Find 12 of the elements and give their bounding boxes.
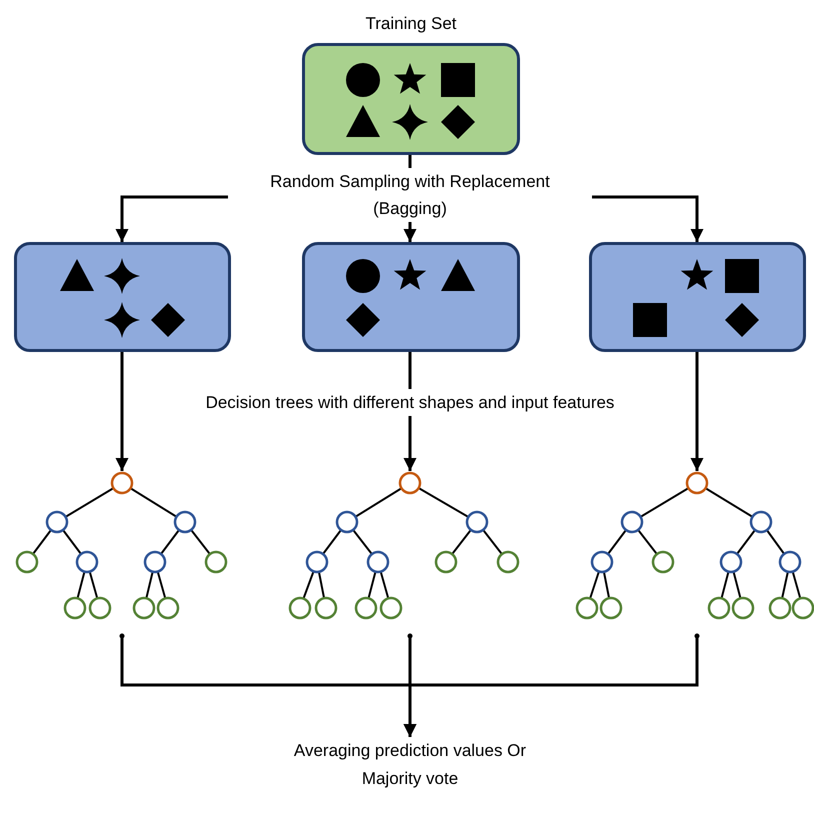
arrow: [690, 352, 704, 471]
sample-set-box: [302, 242, 520, 352]
arrow: [404, 637, 698, 737]
sample-set-box: [14, 242, 231, 352]
arrow: [116, 352, 128, 471]
sample-set-box: [589, 242, 806, 352]
step-label: Random Sampling with Replacement (Bagging): [228, 168, 592, 222]
heading: Training Set: [364, 13, 458, 35]
result-text: Averaging prediction values Or Majority vote: [292, 740, 528, 790]
decision-tree-drawing: [14, 471, 230, 637]
decision-tree-drawing: [575, 471, 814, 637]
decision-tree-drawing: [287, 471, 522, 637]
